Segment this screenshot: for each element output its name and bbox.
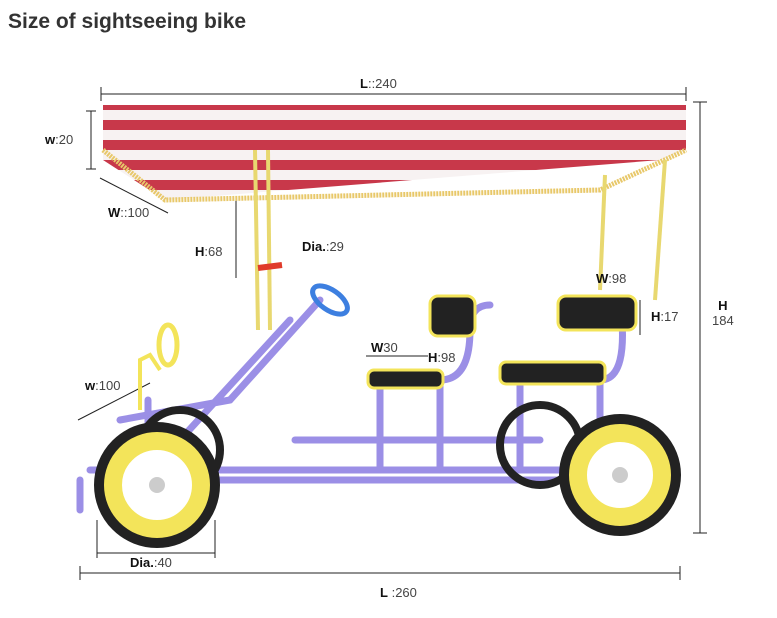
steering-dia-label: Dia.:29 xyxy=(302,239,344,254)
canopy-height-label: w:20 xyxy=(45,132,74,147)
wheels xyxy=(94,401,681,548)
dimension-lines xyxy=(77,87,707,580)
wheel-dia-label: Dia.:40 xyxy=(130,555,172,570)
front-seat-height-label: H:98 xyxy=(428,350,456,365)
canopy xyxy=(101,105,688,203)
total-length-label: L :260 xyxy=(380,585,417,600)
front-seat-width-label: W30 xyxy=(371,340,398,355)
backrest-height-label: H:17 xyxy=(651,309,679,324)
steering xyxy=(138,262,350,410)
canopy-poles xyxy=(253,149,667,331)
seats xyxy=(366,294,638,390)
rear-seat-width-label: W:98 xyxy=(596,271,627,286)
body-width-label: w:100 xyxy=(85,378,121,393)
page-title: Size of sightseeing bike xyxy=(8,10,247,33)
pole-height-label: H:68 xyxy=(195,244,223,259)
canopy-length-label: L::240 xyxy=(360,76,397,91)
canopy-width-label: W::100 xyxy=(108,205,150,220)
